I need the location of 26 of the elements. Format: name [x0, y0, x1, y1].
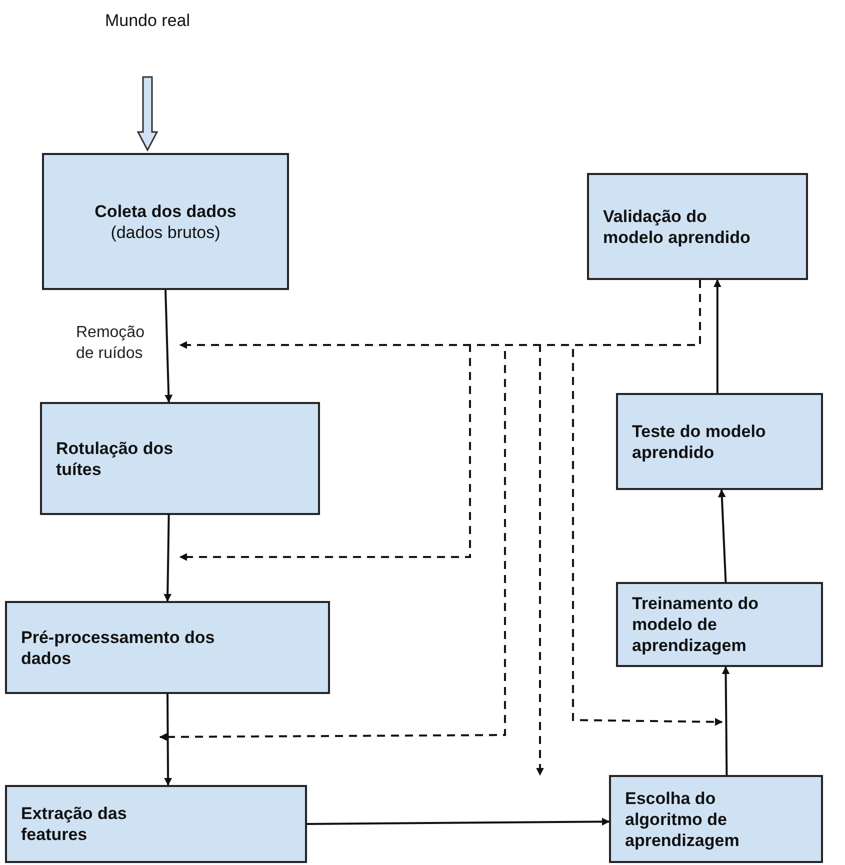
- arrow: [164, 694, 172, 786]
- arrow: [164, 514, 172, 602]
- block-arrow: [136, 76, 158, 152]
- process-box: [587, 173, 808, 280]
- box-title: Extração das features: [21, 803, 128, 845]
- process-box: [609, 775, 823, 863]
- box-title: Coleta dos dados: [94, 200, 236, 222]
- box-title: Rotulação dos tuítes: [56, 438, 174, 480]
- arrow: [164, 290, 173, 403]
- process-box: [5, 601, 330, 694]
- arrow: [718, 489, 727, 582]
- box-title: Teste do modelo aprendido: [632, 420, 767, 462]
- source-text: Mundo real: [104, 10, 190, 30]
- arrow: [307, 818, 610, 826]
- process-box: [5, 785, 307, 863]
- box-title: Escolha do algoritmo de aprendizagem: [625, 788, 740, 850]
- process-box: [40, 402, 320, 515]
- box-title: Treinamento do modelo de aprendizagem: [632, 593, 760, 656]
- box-title: Pré-processamento dos dados: [21, 626, 216, 668]
- arrow: [713, 279, 722, 393]
- process-box: [616, 582, 823, 667]
- arrow: [722, 666, 730, 776]
- box-subtitle: (dados brutos): [110, 222, 220, 242]
- process-box: [42, 153, 289, 290]
- box-title: Validação do modelo aprendido: [603, 206, 752, 248]
- process-box: [616, 393, 823, 490]
